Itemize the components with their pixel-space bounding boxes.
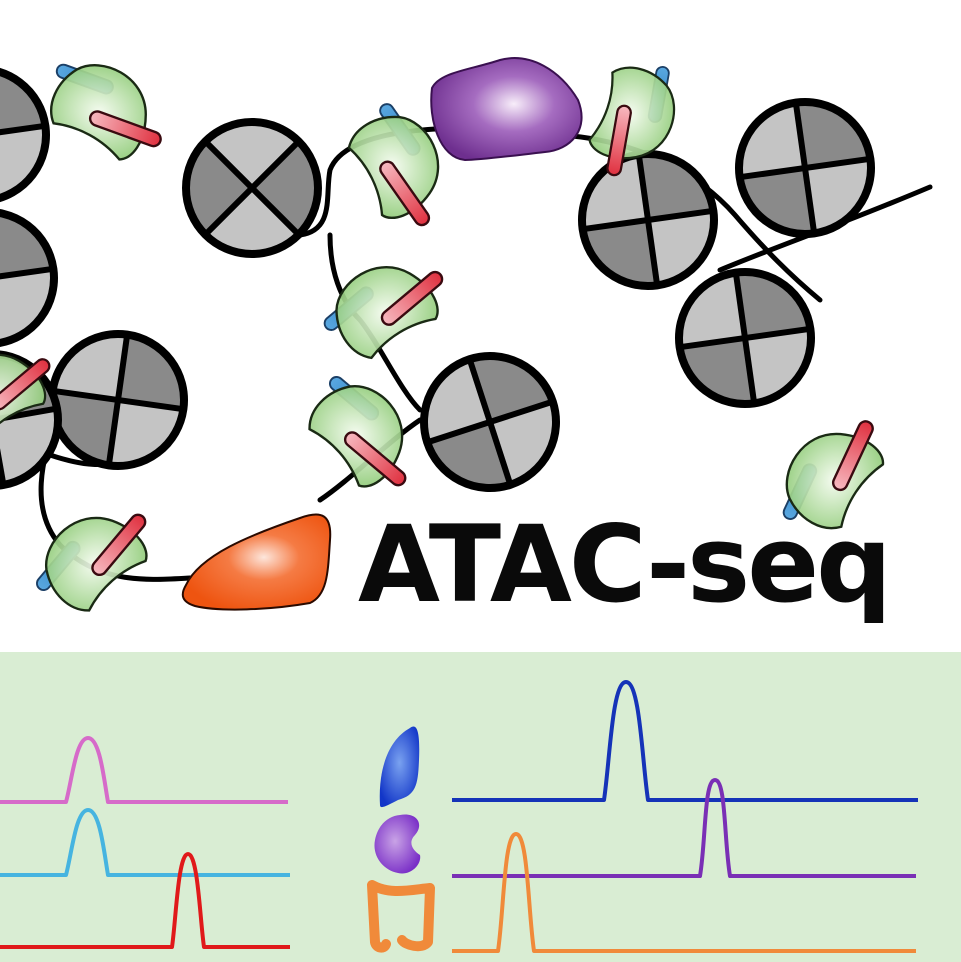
nucleosome-5 <box>573 145 722 294</box>
transposase-6 <box>23 481 168 631</box>
transposase-4 <box>312 233 462 378</box>
transposase-5 <box>289 363 439 508</box>
purple-factor <box>430 57 583 162</box>
violet-kidney-icon <box>374 814 421 874</box>
orange-bracket-icon <box>367 880 435 953</box>
transposase-1 <box>34 49 180 172</box>
nucleosome-8 <box>407 339 573 505</box>
nucleosome-7 <box>670 263 819 412</box>
blue-track <box>452 680 918 802</box>
nucleosome-2 <box>0 203 63 352</box>
cyan-track <box>0 808 290 877</box>
nucleosome-1 <box>159 95 346 282</box>
orange-factor <box>181 513 332 611</box>
right-signal-tracks <box>452 680 918 953</box>
nucleosome-3 <box>0 60 55 209</box>
left-signal-tracks <box>0 736 290 949</box>
nucleosome-6 <box>730 93 879 242</box>
blue-blob-icon <box>379 726 420 808</box>
page-title: ATAC-seq <box>358 503 892 626</box>
signal-tracks-panel <box>0 652 961 962</box>
orange-track <box>452 832 916 953</box>
violet-track <box>452 778 916 878</box>
nucleosome-4 <box>43 325 192 474</box>
red-track <box>0 852 290 949</box>
magenta-track <box>0 736 288 804</box>
